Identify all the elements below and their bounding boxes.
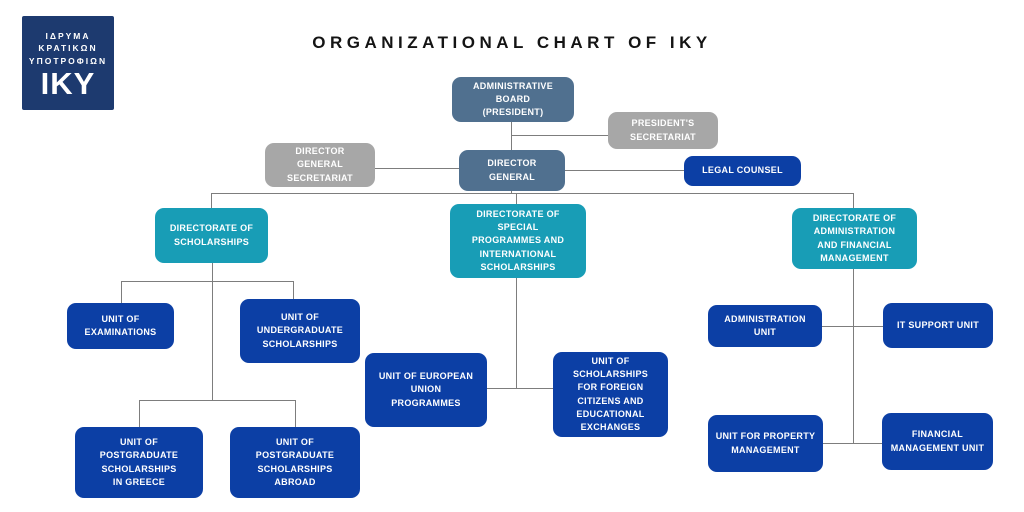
connector-special-bar [487, 388, 553, 389]
iky-logo: ΙΔΡΥΜΑ ΚΡΑΤΙΚΩΝ ΥΠΟΤΡΟΦΙΩΝ IKY [22, 16, 114, 110]
node-unit-property-management: UNIT FOR PROPERTY MANAGEMENT [708, 415, 823, 472]
connector-bus-scholarships [211, 193, 212, 208]
node-directorate-special-programmes: DIRECTORATE OF SPECIAL PROGRAMMES AND IN… [450, 204, 586, 278]
node-administration-unit: ADMINISTRATION UNIT [708, 305, 822, 347]
node-directorate-scholarships: DIRECTORATE OF SCHOLARSHIPS [155, 208, 268, 263]
connector-admin-lower-bar [823, 443, 882, 444]
node-unit-undergraduate-scholarships: UNIT OF UNDERGRADUATE SCHOLARSHIPS [240, 299, 360, 363]
connector-admin-stem [853, 268, 854, 443]
connector-scholarships-stem [212, 262, 213, 400]
node-unit-postgraduate-abroad: UNIT OF POSTGRADUATE SCHOLARSHIPS ABROAD [230, 427, 360, 498]
connector-drop-undergrad [293, 281, 294, 299]
node-directorate-administration: DIRECTORATE OF ADMINISTRATION AND FINANC… [792, 208, 917, 269]
connector-bus-admin [853, 193, 854, 208]
node-legal-counsel: LEGAL COUNSEL [684, 156, 801, 186]
node-presidents-secretariat: PRESIDENT'S SECRETARIAT [608, 112, 718, 149]
connector-drop-postgrad-greece [139, 400, 140, 427]
connector-board-presidents-secretariat [511, 135, 608, 136]
node-director-general: DIRECTOR GENERAL [459, 150, 565, 191]
connector-special-stem [516, 277, 517, 389]
connector-drop-postgrad-abroad [295, 400, 296, 427]
connector-scholarships-lower-bar [139, 400, 295, 401]
logo-org-name: ΙΔΡΥΜΑ ΚΡΑΤΙΚΩΝ ΥΠΟΤΡΟΦΙΩΝ [28, 30, 108, 67]
logo-acronym: IKY [40, 65, 96, 101]
node-unit-eu-programmes: UNIT OF EUROPEAN UNION PROGRAMMES [365, 353, 487, 427]
node-it-support-unit: IT SUPPORT UNIT [883, 303, 993, 348]
node-unit-foreign-citizens: UNIT OF SCHOLARSHIPS FOR FOREIGN CITIZEN… [553, 352, 668, 437]
page-title: ORGANIZATIONAL CHART OF IKY [312, 33, 712, 52]
node-unit-examinations: UNIT OF EXAMINATIONS [67, 303, 174, 349]
connector-dgsecretariat-dg [375, 168, 459, 169]
connector-scholarships-upper-bar [121, 281, 293, 282]
connector-dg-bus [511, 191, 512, 194]
connector-drop-exams [121, 281, 122, 303]
node-financial-management-unit: FINANCIAL MANAGEMENT UNIT [882, 413, 993, 470]
connector-dg-legal-counsel [565, 170, 684, 171]
node-unit-postgraduate-greece: UNIT OF POSTGRADUATE SCHOLARSHIPS IN GRE… [75, 427, 203, 498]
node-administrative-board: ADMINISTRATIVE BOARD (PRESIDENT) [452, 77, 574, 122]
node-director-general-secretariat: DIRECTOR GENERAL SECRETARIAT [265, 143, 375, 187]
connector-board-dg [511, 121, 512, 151]
connector-bus-special [516, 193, 517, 204]
connector-admin-upper-bar [822, 326, 883, 327]
connector-directorates-bus [211, 193, 854, 194]
